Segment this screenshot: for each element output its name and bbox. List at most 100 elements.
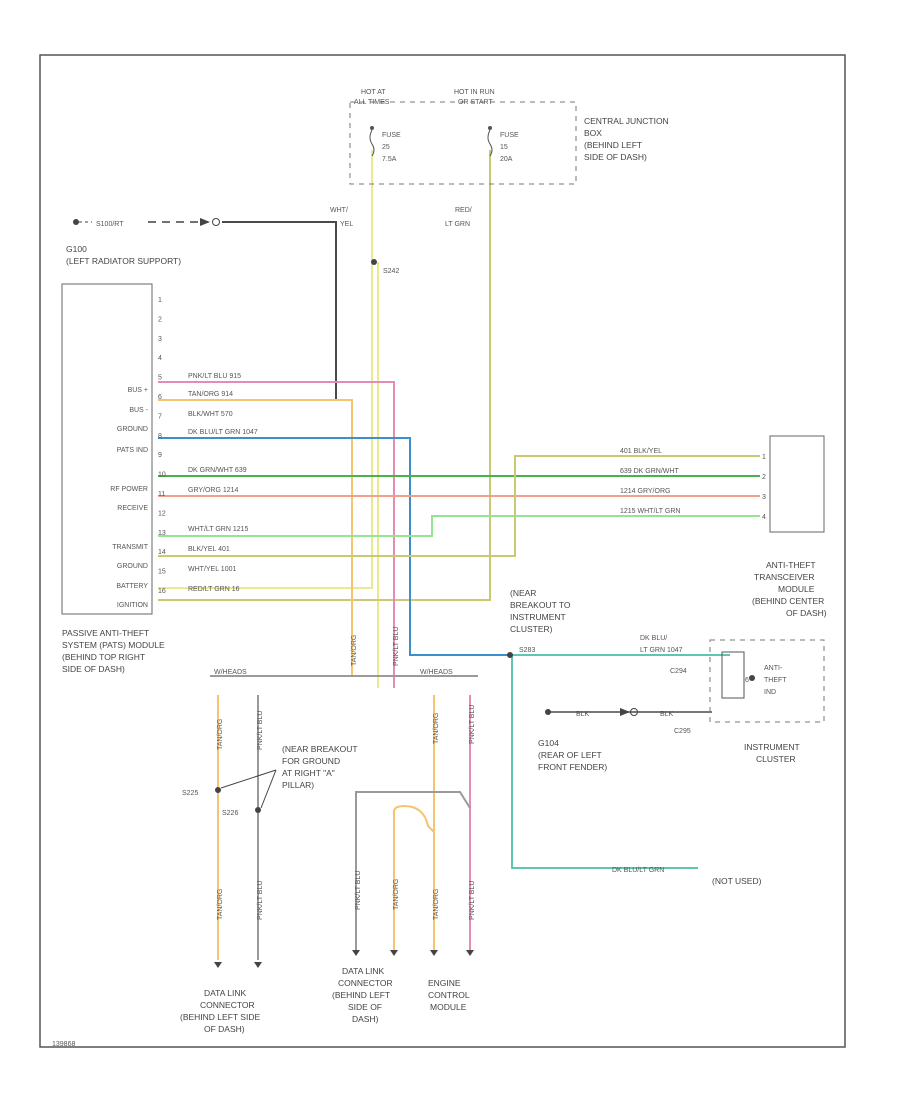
anti-theft-ind-1: ANTI- <box>764 665 783 672</box>
ground-note-3: AT RIGHT "A" <box>282 768 335 778</box>
dlc1-name-3: (BEHIND LEFT SIDE <box>180 1012 260 1022</box>
pats-label-0: BUS + <box>128 387 148 394</box>
transceiver-module-box <box>769 435 825 533</box>
wire-wht-yel-1001 <box>158 150 373 589</box>
pats-pin-3: 3 <box>158 336 162 343</box>
splice-s283-label: S283 <box>519 647 535 654</box>
pats-pin-12: 12 <box>158 510 166 517</box>
diagram-frame <box>39 54 846 1048</box>
wire-label-tan-org-1: TAN/ORG <box>351 635 358 666</box>
wires <box>158 150 760 960</box>
pats-pin-10: 10 <box>158 472 166 479</box>
harness-label-left: W/HEADS <box>214 669 247 676</box>
transceiver-wire-label-2: 1214 GRY/ORG <box>620 488 670 495</box>
wire-blk-yel-401 <box>158 455 760 557</box>
transceiver-name-2: TRANSCEIVER <box>754 572 814 582</box>
ecm-name-2: CONTROL <box>428 990 470 1000</box>
pats-label-9: IGNITION <box>117 602 148 609</box>
transceiver-wire-label-1: 639 DK GRN/WHT <box>620 468 679 475</box>
red-ltgrn-label-2: LT GRN <box>445 221 470 228</box>
central-junction-box <box>349 101 577 185</box>
ecm-name-3: MODULE <box>430 1002 467 1012</box>
ground-g104-name-1: G104 <box>538 738 559 748</box>
splice-s225-dot <box>215 787 221 793</box>
breakout-note-1: (NEAR <box>510 588 536 598</box>
ground-g100-icon <box>73 218 220 226</box>
pats-name-3: (BEHIND TOP RIGHT <box>62 652 145 662</box>
pats-wire-label-0: PNK/LT BLU 915 <box>188 373 241 380</box>
pats-label-2: GROUND <box>117 426 148 433</box>
pats-module-box <box>61 283 153 615</box>
dlc2-name-3: (BEHIND LEFT <box>332 990 390 1000</box>
wire-pnk-ltblu-915 <box>158 381 395 688</box>
pats-wire-label-8: WHT/YEL 1001 <box>188 566 236 573</box>
hot-at-all-times-1: HOT AT <box>361 89 386 96</box>
ground-g104-name-2: (REAR OF LEFT <box>538 750 602 760</box>
pats-label-8: BATTERY <box>116 583 148 590</box>
pats-pin-5: 5 <box>158 375 162 382</box>
anti-theft-ind-box <box>721 651 745 699</box>
wire-label-pnk-2: PNK/LT BLU <box>257 711 264 750</box>
fuse-25-label: FUSE <box>382 132 401 139</box>
ground-note-leader-1 <box>220 769 277 789</box>
dlc2-name-2: CONNECTOR <box>338 978 393 988</box>
wire-label-pnk-5: PNK/LT BLU <box>355 871 362 910</box>
wire-blk-wht-570 <box>160 221 337 401</box>
wire-label-tan-org-3: TAN/ORG <box>433 713 440 744</box>
transceiver-pin-3: 3 <box>762 494 766 501</box>
wire-label-pnk-3: PNK/LT BLU <box>469 705 476 744</box>
wire-red-ltgrn-16 <box>158 150 491 601</box>
wire-label-tan-org-5: TAN/ORG <box>393 879 400 910</box>
central-junction-box-name-1: CENTRAL JUNCTION <box>584 116 669 126</box>
instrument-cluster-box <box>709 639 825 723</box>
wire-dlc2-tan <box>393 804 435 950</box>
splice-s242-dot <box>371 259 377 265</box>
wire-label-pnk-1: PNK/LT BLU <box>393 627 400 666</box>
splice-s283-dot <box>507 652 513 658</box>
anti-theft-ind-3: IND <box>764 689 776 696</box>
pats-pin-4: 4 <box>158 355 162 362</box>
pats-pin-13: 13 <box>158 530 166 537</box>
pats-pin-7: 7 <box>158 413 162 420</box>
ecm-name-1: ENGINE <box>428 978 461 988</box>
ground-g104-name-3: FRONT FENDER) <box>538 762 607 772</box>
dlc2-name-1: DATA LINK <box>342 966 385 976</box>
pats-wire-label-2: BLK/WHT 570 <box>188 411 233 418</box>
transceiver-wire-label-0: 401 BLK/YEL <box>620 448 662 455</box>
breakout-note-2: BREAKOUT TO <box>510 600 571 610</box>
ground-note-4: PILLAR) <box>282 780 314 790</box>
fuse-25-number: 25 <box>382 144 390 151</box>
fuse-15-rating: 20A <box>500 156 513 163</box>
pats-wire-label-1: TAN/ORG 914 <box>188 391 233 398</box>
instrument-cluster-name-1: INSTRUMENT <box>744 742 800 752</box>
ground-note-1: (NEAR BREAKOUT <box>282 744 358 754</box>
footer-code: 139868 <box>52 1041 75 1048</box>
pats-label-4: RF POWER <box>110 486 148 493</box>
not-used-label: (NOT USED) <box>712 876 762 886</box>
splice-s226-dot <box>255 807 261 813</box>
dlc1-name-2: CONNECTOR <box>200 1000 255 1010</box>
wire-tan-org-914 <box>158 399 353 676</box>
connector-markers <box>214 950 474 968</box>
pats-name-2: SYSTEM (PATS) MODULE <box>62 640 165 650</box>
pats-label-6: TRANSMIT <box>112 544 149 551</box>
pats-label-1: BUS - <box>129 407 148 414</box>
dlc2-name-5: DASH) <box>352 1014 379 1024</box>
pats-label-5: RECEIVE <box>117 505 148 512</box>
wire-label-tan-org-6: TAN/ORG <box>433 889 440 920</box>
pats-wire-label-5: GRY/ORG 1214 <box>188 487 239 494</box>
ground-g100-wire-label: S100/RT <box>96 221 124 228</box>
splice-s226-label: S226 <box>222 810 238 817</box>
ground-g100-name-2: (LEFT RADIATOR SUPPORT) <box>66 256 181 266</box>
transceiver-pin-4: 4 <box>762 514 766 521</box>
pats-wire-label-9: RED/LT GRN 16 <box>188 586 240 593</box>
wire-wht-ltgrn-1215 <box>158 515 760 537</box>
fuse-15-icon <box>487 126 493 157</box>
wht-yel-label-1: WHT/ <box>330 207 348 214</box>
fuse-15-label: FUSE <box>500 132 519 139</box>
pats-pin-9: 9 <box>158 452 162 459</box>
pats-label-7: GROUND <box>117 563 148 570</box>
